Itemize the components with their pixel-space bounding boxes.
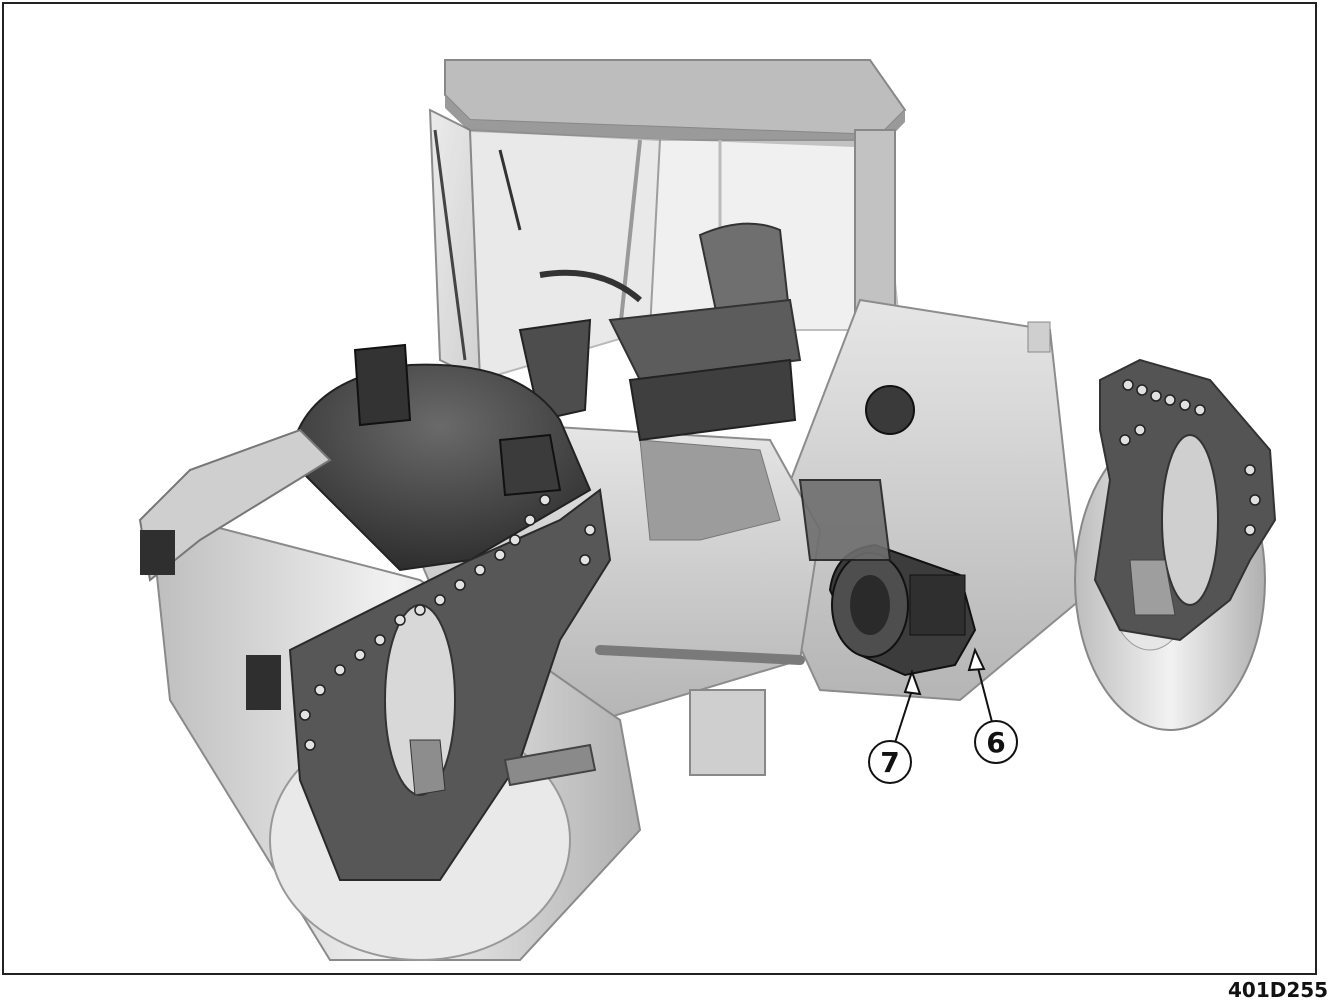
arrow-pointer-icon — [903, 669, 922, 696]
callout-7: 7 — [868, 740, 912, 784]
front-step — [503, 743, 597, 787]
figure-code: 401D255 — [1228, 978, 1328, 1002]
front-side-plate — [288, 488, 612, 881]
pump-assembly — [798, 385, 977, 677]
rear-side-plate — [1093, 358, 1277, 642]
front-hood — [288, 343, 592, 572]
callout-6: 6 — [974, 720, 1018, 764]
callout-leaders — [891, 647, 993, 753]
operator-seat — [518, 222, 802, 442]
front-cross-member — [138, 428, 332, 710]
arrow-pointer-icon — [967, 647, 986, 672]
